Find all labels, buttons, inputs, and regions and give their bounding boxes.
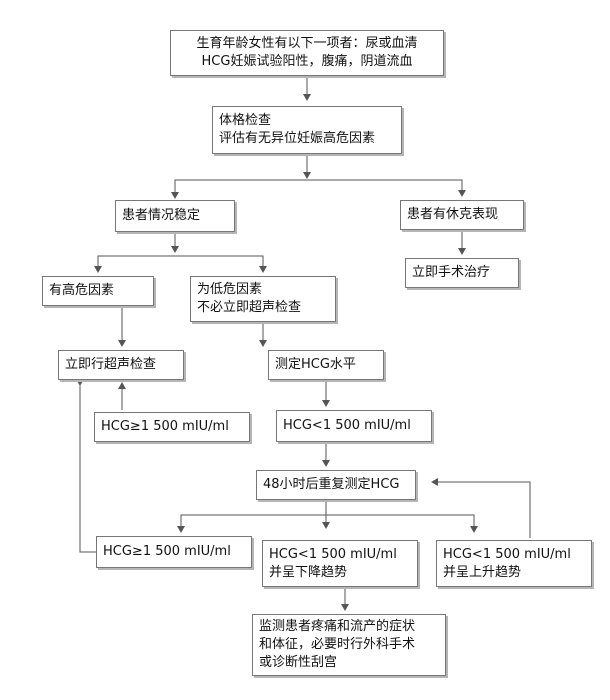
- node-stable: 患者情况稳定: [115, 200, 235, 232]
- edge-n13-n8-loop: [79, 369, 96, 553]
- node-immediate-ultrasound: 立即行超声检查: [58, 350, 184, 380]
- node-text-line: 并呈上升趋势: [443, 564, 522, 580]
- node-high-risk: 有高危因素: [42, 276, 154, 306]
- node-text-line: 患者情况稳定: [122, 208, 201, 223]
- edge-split-n3-n4: [174, 179, 463, 196]
- node-text-line: HCG<1 500 mIU/ml: [443, 546, 571, 562]
- node-text-line: 不必立即超声检查: [197, 300, 302, 315]
- node-text-line: 生育年龄女性有以下一项者：尿或血清: [196, 36, 418, 51]
- node-hcg-high-1: HCG≥1 500 mIU/ml: [94, 412, 250, 442]
- node-text-line: 48小时后重复测定HCG: [263, 477, 400, 492]
- node-text-line: 和体征，必要时行外科手术: [259, 637, 416, 652]
- node-low-risk: 为低危因素不必立即超声检查: [190, 276, 336, 322]
- node-hcg-low-rising: HCG<1 500 mIU/ml 并呈上升趋势: [436, 540, 592, 587]
- edge-split-bottom: [180, 514, 475, 530]
- node-text-line: 评估有无异位妊娠高危因素: [219, 131, 376, 146]
- node-hcg-high-2: HCG≥1 500 mIU/ml: [96, 536, 252, 568]
- node-text-line: HCG<1 500 mIU/ml: [269, 546, 397, 562]
- node-text-line: 有高危因素: [49, 283, 115, 298]
- node-text-line: HCG≥1 500 mIU/ml: [101, 419, 229, 434]
- node-shock: 患者有休克表现: [400, 200, 524, 230]
- node-measure-hcg: 测定HCG水平: [268, 350, 384, 380]
- edge-n15-n12-loop: [440, 481, 531, 538]
- node-text-line: HCG≥1 500 mIU/ml: [103, 544, 231, 559]
- edge-split-n6-n7: [97, 255, 264, 268]
- node-hcg-low-falling: HCG<1 500 mIU/ml 并呈下降趋势: [262, 540, 418, 587]
- node-monitor-symptoms: 监测患者疼痛和流产的症状和体征，必要时行外科手术或诊断性刮宫: [252, 614, 446, 676]
- node-text-line: 为低危因素: [197, 282, 263, 297]
- node-text-line: 患者有休克表现: [407, 207, 499, 222]
- node-hcg-low-1: HCG<1 500 mIU/ml: [276, 410, 432, 442]
- node-text-line: HCG妊娠试验阳性，腹痛，阴道流血: [201, 54, 413, 69]
- node-repeat-hcg-48h: 48小时后重复测定HCG: [256, 470, 416, 500]
- node-text-line: 监测患者疼痛和流产的症状: [259, 619, 416, 634]
- node-text-line: HCG<1 500 mIU/ml: [283, 418, 411, 433]
- node-text-line: 体格检查: [219, 113, 272, 128]
- node-text-line: 测定HCG水平: [275, 357, 356, 372]
- node-initial-criteria: 生育年龄女性有以下一项者：尿或血清 HCG妊娠试验阳性，腹痛，阴道流血: [170, 30, 444, 76]
- node-text-line: 并呈下降趋势: [269, 564, 348, 580]
- node-text-line: 立即行超声检查: [65, 357, 157, 372]
- node-text-line: 或诊断性刮宫: [259, 655, 338, 670]
- node-text-line: 立即手术治疗: [412, 265, 491, 280]
- node-surgery: 立即手术治疗: [405, 258, 519, 288]
- node-physical-exam: 体格检查评估有无异位妊娠高危因素: [212, 106, 402, 154]
